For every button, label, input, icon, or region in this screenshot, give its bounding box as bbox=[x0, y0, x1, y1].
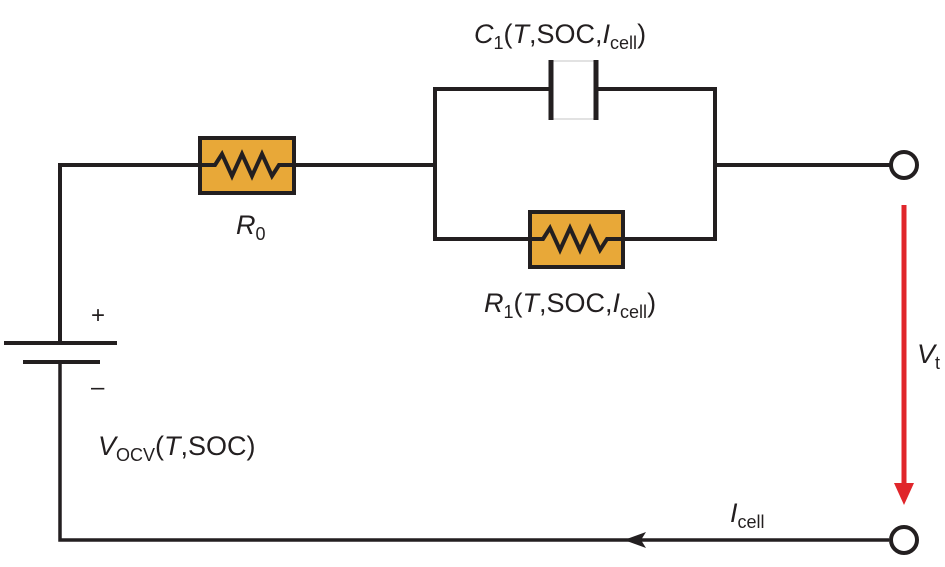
negative-terminal-icon bbox=[889, 525, 919, 555]
c1-arg-current: I bbox=[603, 19, 611, 49]
c1-label: C1(T,SOC,Icell) bbox=[474, 19, 646, 53]
ocv-label: VOCV(T,SOC) bbox=[98, 431, 256, 465]
current-direction: Icell bbox=[624, 498, 765, 548]
ocv-arg-soc: ,SOC bbox=[181, 431, 247, 461]
terminal-voltage-subscript: t bbox=[935, 353, 940, 373]
battery-minus-sign: – bbox=[91, 374, 105, 401]
wire-left-top bbox=[58, 163, 200, 345]
c1-symbol: C bbox=[474, 19, 494, 49]
wire-bottom-return bbox=[58, 363, 889, 542]
resistor-r0: R0 bbox=[198, 136, 296, 244]
current-subscript: cell bbox=[738, 512, 765, 532]
ocv-arg-temperature: T bbox=[164, 431, 183, 461]
ocv-symbol: V bbox=[98, 431, 119, 461]
r1-arg-temperature: T bbox=[523, 288, 542, 318]
positive-terminal-icon bbox=[889, 150, 919, 180]
c1-arg-current-subscript: cell bbox=[610, 33, 637, 53]
ocv-args-close: ) bbox=[247, 431, 256, 461]
resistor-r1: R1(T,SOC,Icell) bbox=[484, 210, 656, 322]
r1-args-open: ( bbox=[514, 288, 523, 318]
c1-args-open: ( bbox=[504, 19, 513, 49]
r0-symbol: R bbox=[236, 210, 256, 240]
resistor-r0-zigzag-icon bbox=[200, 149, 294, 181]
resistor-r1-zigzag-icon bbox=[530, 223, 623, 255]
c1-arg-temperature: T bbox=[513, 19, 532, 49]
r1-symbol: R bbox=[484, 288, 504, 318]
voltage-arrow-head-icon bbox=[894, 483, 914, 505]
c1-subscript: 1 bbox=[494, 33, 504, 53]
terminal-voltage-symbol: V bbox=[917, 339, 938, 369]
ocv-args-open: ( bbox=[155, 431, 164, 461]
r1-subscript: 1 bbox=[504, 302, 514, 322]
terminal-voltage-label: Vt bbox=[917, 339, 940, 373]
r1-arg-current-subscript: cell bbox=[620, 302, 647, 322]
current-symbol: I bbox=[730, 498, 738, 528]
ocv-voltage-source: + – VOCV(T,SOC) bbox=[4, 302, 256, 465]
circuit-wires bbox=[58, 87, 891, 542]
c1-arg-soc: ,SOC, bbox=[529, 19, 603, 49]
ocv-subscript: OCV bbox=[116, 445, 155, 465]
r1-arg-soc: ,SOC, bbox=[539, 288, 613, 318]
r1-label: R1(T,SOC,Icell) bbox=[484, 288, 656, 322]
current-arrow-head-icon bbox=[624, 532, 646, 548]
capacitor-c1: C1(T,SOC,Icell) bbox=[474, 19, 646, 120]
c1-args-close: ) bbox=[637, 19, 646, 49]
capacitor-c1-gap bbox=[550, 60, 596, 120]
current-label: Icell bbox=[730, 498, 765, 532]
r1-args-close: ) bbox=[647, 288, 656, 318]
terminal-voltage-arrow: Vt bbox=[894, 205, 940, 505]
r0-subscript: 0 bbox=[256, 224, 266, 244]
r0-label: R0 bbox=[236, 210, 266, 244]
wire-rc-left-branch bbox=[433, 87, 551, 241]
battery-plus-sign: + bbox=[91, 302, 105, 329]
r1-arg-current: I bbox=[613, 288, 621, 318]
